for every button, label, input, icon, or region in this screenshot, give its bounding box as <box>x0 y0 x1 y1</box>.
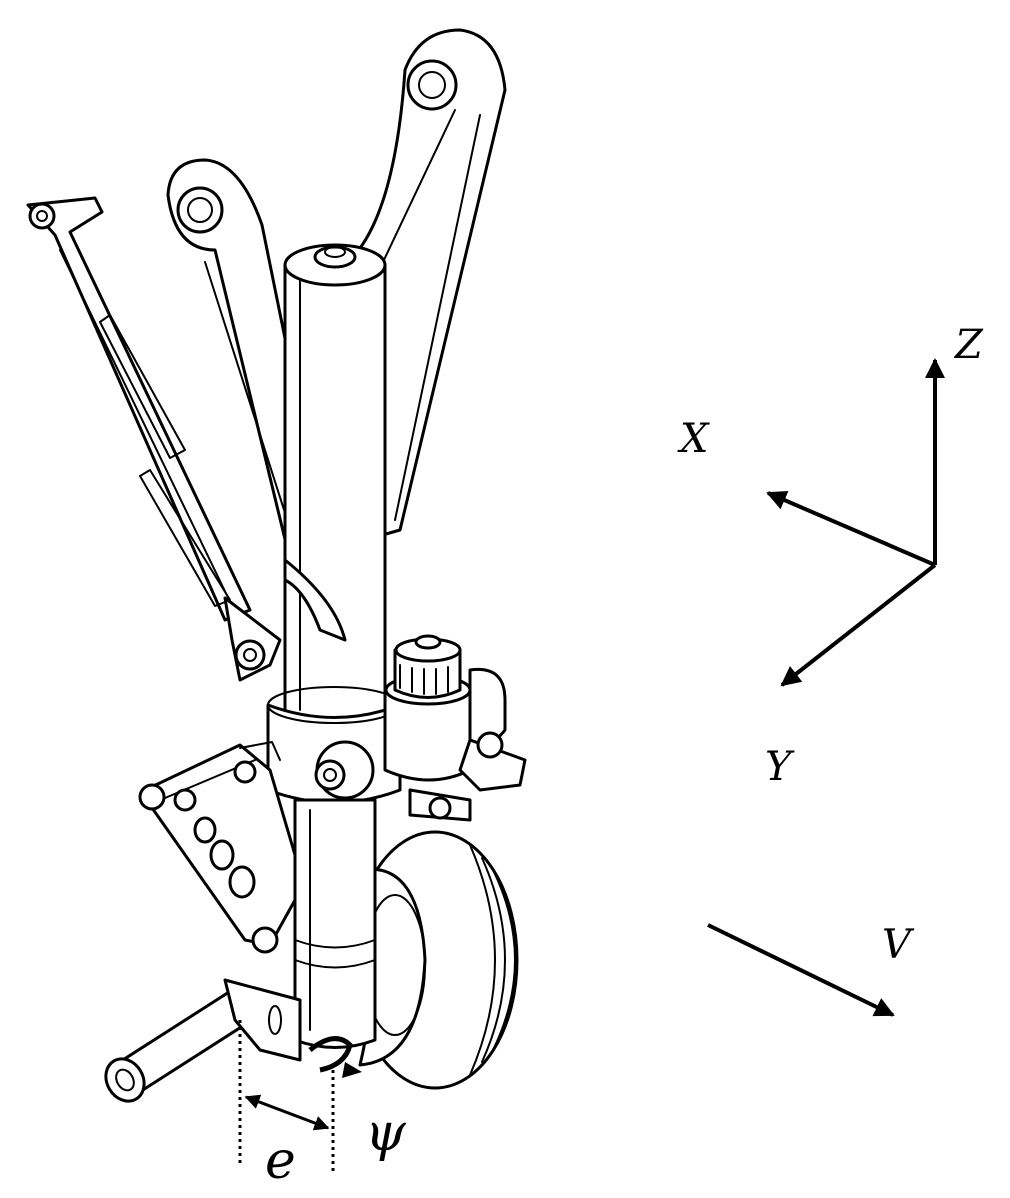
velocity-arrow <box>707 923 895 1017</box>
yaw-angle-label: ψ <box>365 1103 407 1163</box>
offset-arrow <box>244 1094 330 1131</box>
axle <box>104 978 302 1103</box>
z-axis-label: Z <box>953 322 984 368</box>
offset-label: e <box>265 1131 296 1191</box>
wheel <box>351 830 519 1090</box>
torque-link <box>138 741 297 954</box>
drag-brace <box>26 196 282 682</box>
x-axis-label: X <box>677 416 710 462</box>
x-axis-arrow <box>766 490 936 567</box>
landing-gear-illustration <box>26 28 527 1175</box>
right-trunnion-arm <box>348 28 507 542</box>
yaw-rotation-arrow <box>308 1036 362 1078</box>
lower-piston <box>293 798 377 1049</box>
y-axis-label: Y <box>765 744 795 790</box>
y-axis-arrow <box>780 563 937 687</box>
main-strut <box>283 243 387 732</box>
offset-dimension <box>238 1020 335 1175</box>
steering-collar <box>266 686 402 804</box>
coordinate-axes <box>766 358 945 687</box>
velocity-label: V <box>882 922 915 968</box>
steering-actuator <box>383 634 527 822</box>
